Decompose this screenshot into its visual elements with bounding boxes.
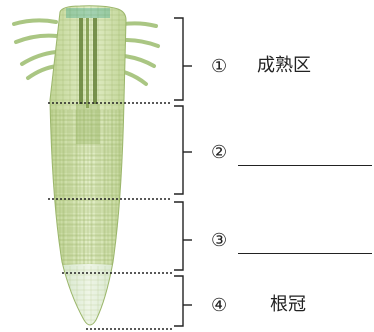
- zone-1-marker: ①: [211, 57, 227, 77]
- zone-1-label: 成熟区: [257, 56, 311, 76]
- zone-4-label: 根冠: [270, 295, 306, 315]
- zone-3-blank: [238, 253, 372, 254]
- zone-2-marker: ②: [211, 143, 227, 163]
- zone-4-marker: ④: [211, 296, 227, 316]
- zone-2-blank: [238, 165, 372, 166]
- zone-3-marker: ③: [211, 231, 227, 251]
- zone-brackets: [174, 18, 192, 326]
